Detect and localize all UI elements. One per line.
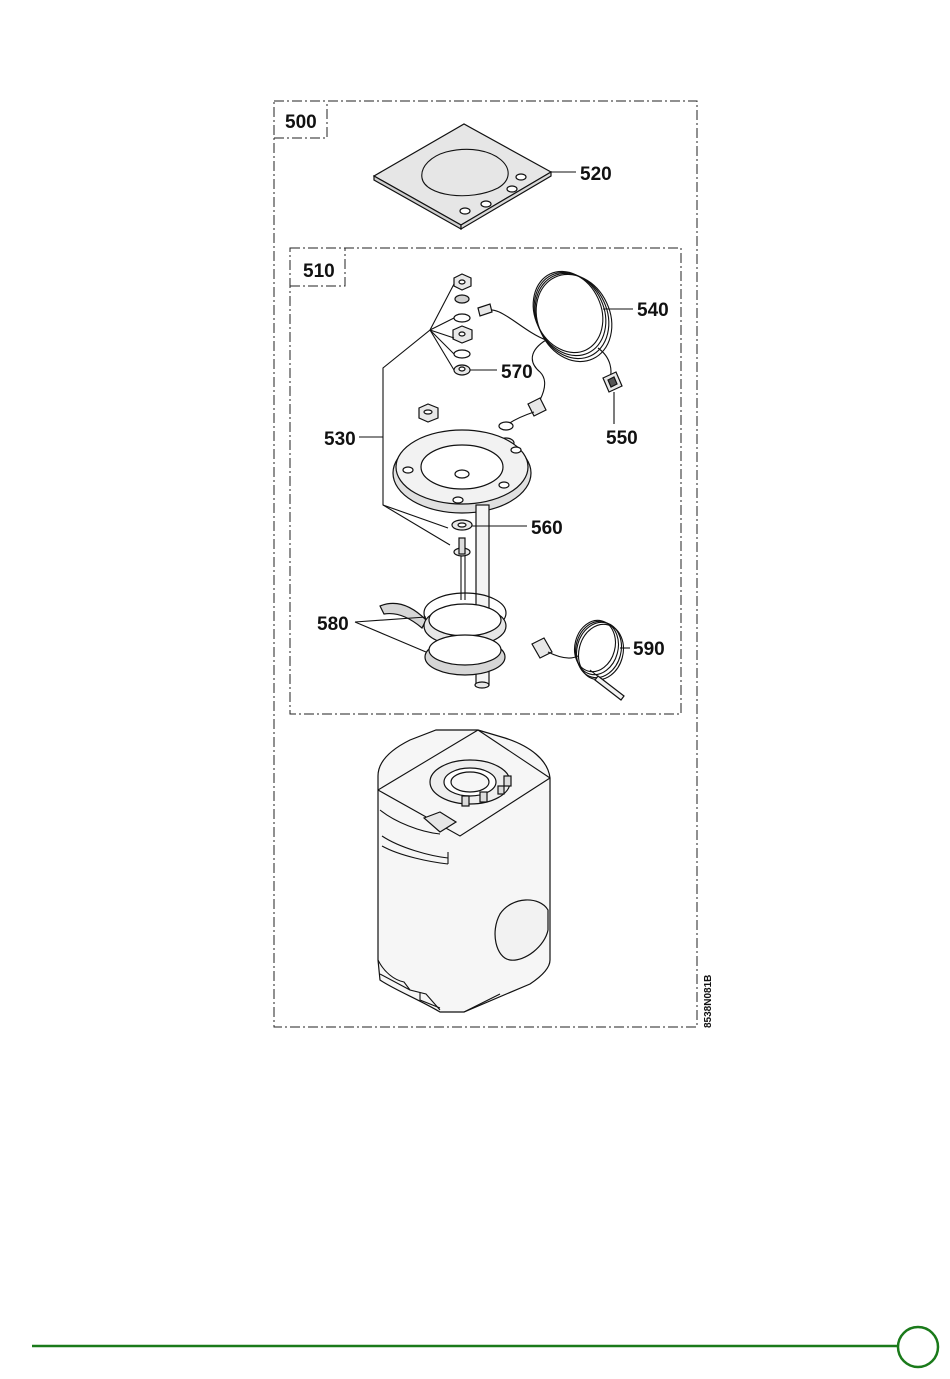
cable-terminals — [499, 398, 546, 430]
washer-and-screw — [452, 520, 472, 600]
callout-520: 520 — [580, 164, 612, 185]
callout-540: 540 — [637, 300, 669, 321]
callout-560: 560 — [531, 518, 563, 539]
group-label-500: 500 — [285, 112, 317, 133]
drawing-reference: 8538N081B — [703, 975, 714, 1028]
callout-530: 530 — [324, 429, 356, 450]
fastener-stack — [453, 274, 492, 375]
callout-570: 570 — [501, 362, 533, 383]
plug-connector — [603, 372, 622, 424]
callout-590: 590 — [633, 639, 665, 660]
heating-flange — [393, 430, 531, 513]
callout-580: 580 — [317, 614, 349, 635]
group-label-510: 510 — [303, 261, 335, 282]
storage-tank — [378, 730, 550, 1012]
callout-550: 550 — [606, 428, 638, 449]
gasket-plate — [374, 124, 551, 229]
page-marker-circle — [898, 1327, 938, 1367]
temperature-sensor — [532, 616, 629, 700]
